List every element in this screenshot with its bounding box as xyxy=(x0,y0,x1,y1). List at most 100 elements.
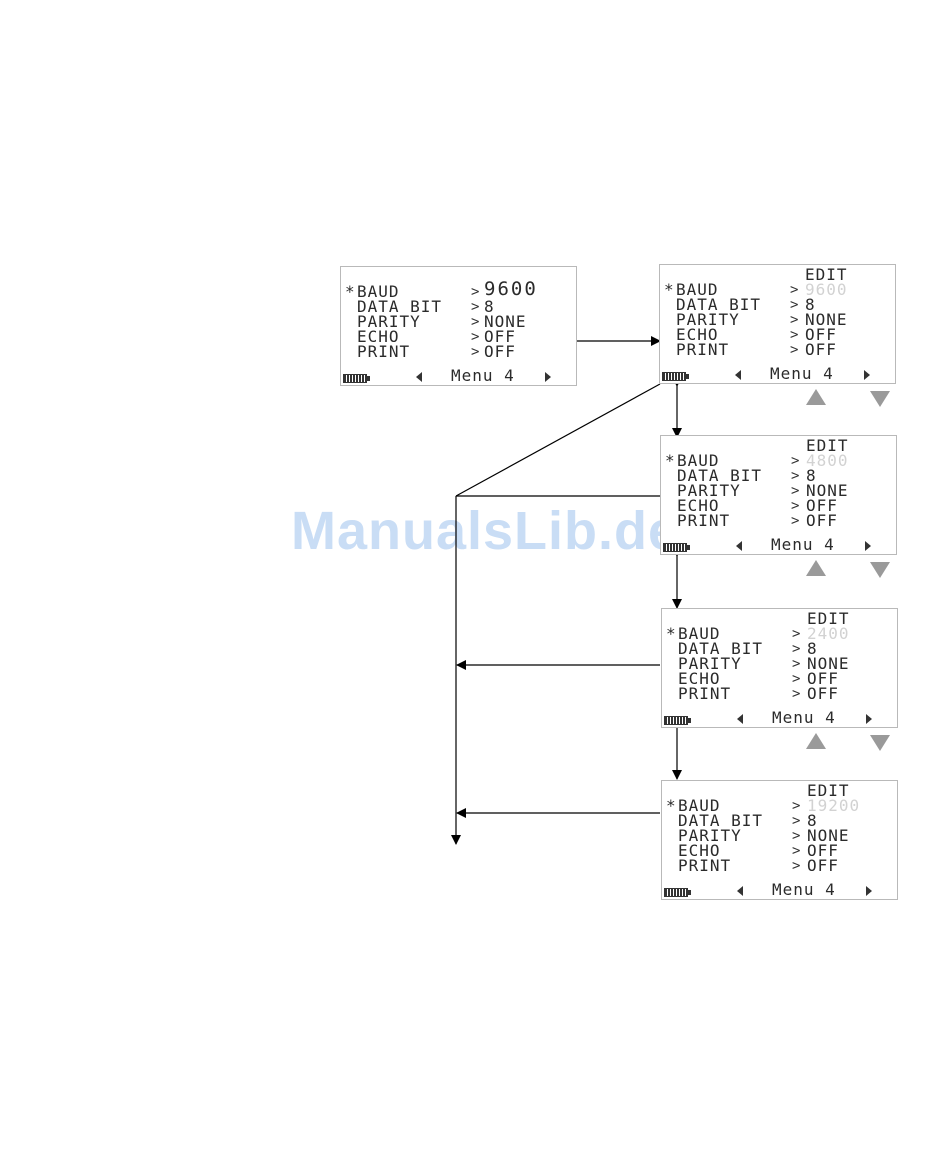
lcd-screen-edit-19200: EDIT * BAUD > 19200 DATA BIT > 8 PARITY … xyxy=(661,780,898,900)
echo-value: OFF xyxy=(807,841,839,860)
menu-left-icon xyxy=(416,372,422,382)
baud-separator: > xyxy=(792,626,801,642)
lcd-screen-view: * BAUD > 9600 DATA BIT > 8 PARITY > NONE… xyxy=(340,266,577,386)
menu-label: Menu 4 xyxy=(770,364,834,383)
data-bit-value: 8 xyxy=(806,466,817,485)
echo-label: ECHO xyxy=(678,841,721,860)
echo-separator: > xyxy=(790,327,799,343)
menu-left-icon xyxy=(737,714,743,724)
echo-label: ECHO xyxy=(677,496,720,515)
print-label: PRINT xyxy=(678,856,732,875)
print-separator: > xyxy=(792,858,801,874)
baud-value: 9600 xyxy=(805,280,848,299)
menu-right-icon xyxy=(864,370,870,380)
watermark: ManualsLib.de xyxy=(291,501,680,561)
battery-icon xyxy=(343,374,370,383)
edit-indicator: EDIT xyxy=(807,781,850,800)
data-bit-value: 8 xyxy=(807,639,818,658)
edit-indicator: EDIT xyxy=(805,265,848,284)
battery-icon xyxy=(662,372,689,381)
menu-label: Menu 4 xyxy=(771,535,835,554)
baud-label: BAUD xyxy=(676,280,719,299)
selection-star: * xyxy=(664,280,674,299)
baud-label: BAUD xyxy=(357,282,400,301)
parity-value: NONE xyxy=(484,312,527,331)
parity-value: NONE xyxy=(806,481,849,500)
print-label: PRINT xyxy=(677,511,731,530)
print-label: PRINT xyxy=(678,684,732,703)
up-key-icon xyxy=(806,733,826,749)
menu-left-icon xyxy=(736,541,742,551)
echo-separator: > xyxy=(471,329,480,345)
parity-separator: > xyxy=(791,483,800,499)
data-bit-separator: > xyxy=(792,813,801,829)
selection-star: * xyxy=(666,624,676,643)
print-label: PRINT xyxy=(676,340,730,359)
baud-value: 4800 xyxy=(806,451,849,470)
battery-icon xyxy=(663,543,690,552)
parity-separator: > xyxy=(790,312,799,328)
parity-label: PARITY xyxy=(678,826,742,845)
parity-label: PARITY xyxy=(678,654,742,673)
data-bit-label: DATA BIT xyxy=(676,295,762,314)
menu-right-icon xyxy=(866,886,872,896)
menu-left-icon xyxy=(735,370,741,380)
echo-label: ECHO xyxy=(676,325,719,344)
data-bit-label: DATA BIT xyxy=(678,811,764,830)
data-bit-label: DATA BIT xyxy=(357,297,443,316)
battery-icon xyxy=(664,716,691,725)
menu-label: Menu 4 xyxy=(451,366,515,385)
down-key-icon xyxy=(870,562,890,578)
menu-left-icon xyxy=(737,886,743,896)
down-key-icon xyxy=(870,391,890,407)
selection-star: * xyxy=(666,796,676,815)
baud-separator: > xyxy=(790,282,799,298)
parity-label: PARITY xyxy=(357,312,421,331)
baud-value: 2400 xyxy=(807,624,850,643)
parity-value: NONE xyxy=(807,826,850,845)
print-separator: > xyxy=(471,344,480,360)
print-separator: > xyxy=(792,686,801,702)
data-bit-label: DATA BIT xyxy=(678,639,764,658)
echo-label: ECHO xyxy=(678,669,721,688)
echo-value: OFF xyxy=(806,496,838,515)
echo-label: ECHO xyxy=(357,327,400,346)
down-key-icon xyxy=(870,735,890,751)
data-bit-label: DATA BIT xyxy=(677,466,763,485)
data-bit-separator: > xyxy=(791,468,800,484)
print-separator: > xyxy=(791,513,800,529)
print-value: OFF xyxy=(805,340,837,359)
data-bit-separator: > xyxy=(790,297,799,313)
data-bit-value: 8 xyxy=(484,297,495,316)
menu-right-icon xyxy=(866,714,872,724)
baud-label: BAUD xyxy=(678,796,721,815)
lcd-screen-edit-4800: EDIT * BAUD > 4800 DATA BIT > 8 PARITY >… xyxy=(660,435,897,555)
echo-separator: > xyxy=(792,843,801,859)
echo-separator: > xyxy=(791,498,800,514)
diagonal-exit-line xyxy=(455,383,661,497)
lcd-screen-edit-9600: EDIT * BAUD > 9600 DATA BIT > 8 PARITY >… xyxy=(659,264,896,384)
echo-separator: > xyxy=(792,671,801,687)
up-key-icon xyxy=(806,389,826,405)
data-bit-separator: > xyxy=(792,641,801,657)
print-value: OFF xyxy=(806,511,838,530)
baud-separator: > xyxy=(791,453,800,469)
menu-right-icon xyxy=(865,541,871,551)
edit-indicator: EDIT xyxy=(806,436,849,455)
lcd-screen-edit-2400: EDIT * BAUD > 2400 DATA BIT > 8 PARITY >… xyxy=(661,608,898,728)
up-key-icon xyxy=(806,560,826,576)
parity-value: NONE xyxy=(807,654,850,673)
data-bit-separator: > xyxy=(471,299,480,315)
baud-value: 19200 xyxy=(807,796,861,815)
menu-right-icon xyxy=(545,372,551,382)
parity-label: PARITY xyxy=(677,481,741,500)
battery-icon xyxy=(664,888,691,897)
parity-separator: > xyxy=(792,828,801,844)
print-separator: > xyxy=(790,342,799,358)
baud-label: BAUD xyxy=(677,451,720,470)
baud-separator: > xyxy=(792,798,801,814)
parity-separator: > xyxy=(471,314,480,330)
selection-star: * xyxy=(665,451,675,470)
data-bit-value: 8 xyxy=(805,295,816,314)
